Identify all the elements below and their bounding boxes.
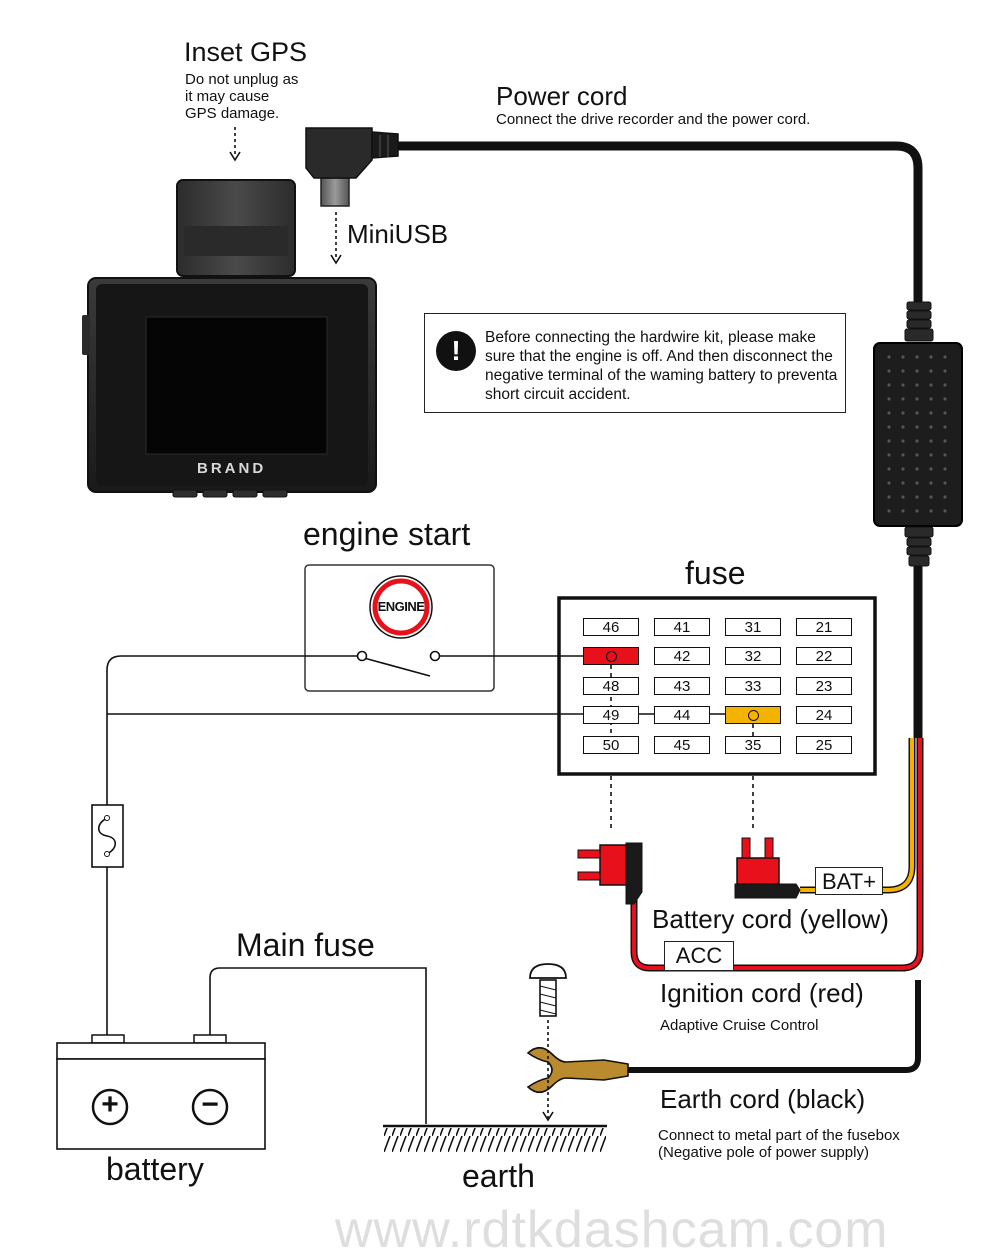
hardwire-converter — [873, 342, 963, 527]
fuse-slot: 49 — [583, 706, 639, 724]
fuse-slot-acc — [583, 647, 639, 665]
fuse-slot: 43 — [654, 677, 710, 695]
warning-icon: ! — [436, 331, 476, 371]
fuse-slot: 44 — [654, 706, 710, 724]
ignition-cord-label: Ignition cord (red) — [660, 978, 864, 1008]
fuse-tap-acc — [577, 842, 643, 905]
battery-label: battery — [106, 1151, 204, 1187]
dashcam-brand: BRAND — [197, 460, 267, 477]
fuse-slot: 23 — [796, 677, 852, 695]
fuse-slot: 25 — [796, 736, 852, 754]
main-fuse-label: Main fuse — [236, 927, 375, 963]
fuse-slot: 35 — [725, 736, 781, 754]
power-cord-title: Power cord — [496, 81, 628, 111]
gps-arrow — [229, 127, 241, 162]
ignition-cord-note: Adaptive Cruise Control — [660, 1017, 819, 1034]
ring-lug — [526, 1046, 629, 1094]
fuse-slot: 31 — [725, 618, 781, 636]
warning-box: ! Before connecting the hardwire kit, pl… — [424, 313, 846, 413]
dashcam-screen — [145, 316, 328, 455]
fuse-tap-bat — [734, 837, 801, 899]
acc-tag: ACC — [664, 941, 734, 971]
earth-wire — [626, 980, 921, 1073]
fuse-title: fuse — [685, 555, 746, 591]
fuse-slot: 21 — [796, 618, 852, 636]
fuse-slot: 45 — [654, 736, 710, 754]
earth-cord-label: Earth cord (black) — [660, 1084, 866, 1114]
fuse-slot: 32 — [725, 647, 781, 665]
miniusb-plug — [305, 127, 399, 207]
tap-point-icon — [606, 651, 617, 662]
fuse-slot: 42 — [654, 647, 710, 665]
gps-title: Inset GPS — [184, 37, 308, 67]
ground-symbol — [383, 1124, 607, 1152]
power-cord-subtitle: Connect the drive recorder and the power… — [496, 111, 811, 128]
screw-arrow — [542, 1020, 554, 1122]
fuse-slot: 24 — [796, 706, 852, 724]
earth-cord-note-line-1: Connect to metal part of the fusebox — [658, 1127, 900, 1144]
strain-relief-bottom — [904, 526, 934, 567]
battery-plus-sign: + — [101, 1088, 119, 1121]
fuse-slot: 50 — [583, 736, 639, 754]
gps-note-line-2: it may cause — [185, 88, 270, 105]
dashcam-buttons — [172, 489, 288, 498]
bat-tag: BAT+ — [815, 867, 883, 895]
inline-fuse — [91, 804, 124, 868]
fuse-slot: 22 — [796, 647, 852, 665]
battery-minus-sign: − — [201, 1088, 219, 1121]
screw — [529, 963, 567, 1017]
battery-symbol — [56, 1034, 266, 1150]
earth-cord-note-line-2: (Negative pole of power supply) — [658, 1144, 869, 1161]
fuse-slot: 48 — [583, 677, 639, 695]
engine-start-title: engine start — [303, 516, 471, 552]
fuse-slot-bat — [725, 706, 781, 724]
tap-point-icon — [748, 710, 759, 721]
gps-note-line-1: Do not unplug as — [185, 71, 299, 88]
fuse-slot: 41 — [654, 618, 710, 636]
gps-note-line-3: GPS damage. — [185, 105, 280, 122]
power-cord-wire — [398, 141, 923, 308]
watermark: www.rdtkdashcam.com — [335, 1201, 889, 1259]
miniusb-label: MiniUSB — [347, 219, 449, 249]
engine-button-label: ENGINE — [377, 599, 425, 614]
earth-label: earth — [462, 1158, 535, 1194]
fuse-slot: 33 — [725, 677, 781, 695]
warning-text: Before connecting the hardwire kit, plea… — [485, 329, 838, 403]
dashcam — [82, 179, 377, 498]
strain-relief-top — [904, 301, 934, 342]
miniusb-arrow — [330, 212, 342, 265]
fuse-slot: 46 — [583, 618, 639, 636]
engine-button — [369, 575, 433, 639]
battery-cord-label: Battery cord (yellow) — [652, 904, 889, 934]
